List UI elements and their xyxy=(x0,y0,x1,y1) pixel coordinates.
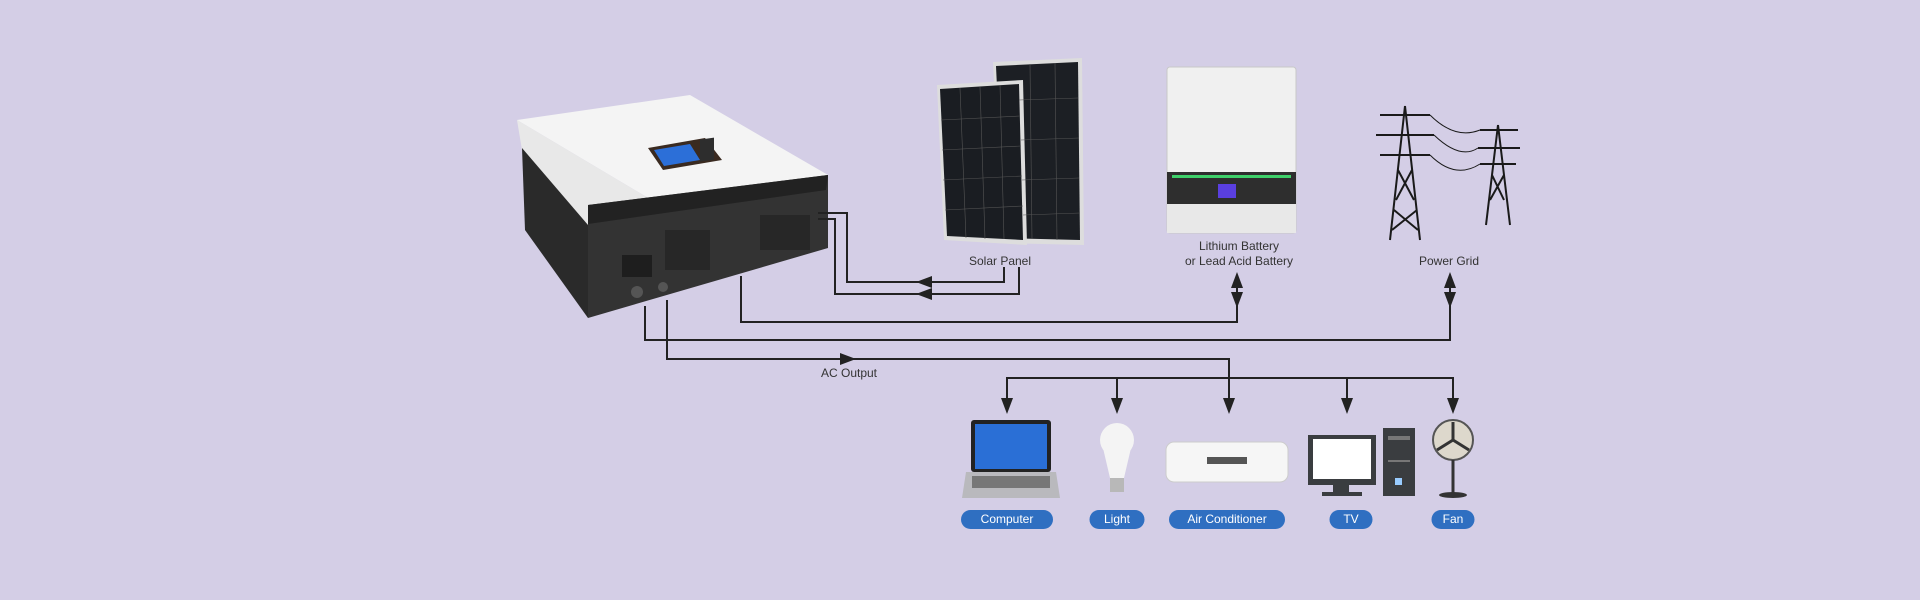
solar-line-1 xyxy=(818,212,1005,283)
appliance-label-air-conditioner: Air Conditioner xyxy=(1169,510,1285,529)
battery-label-line2: or Lead Acid Battery xyxy=(1184,254,1294,268)
power-grid-towers-image xyxy=(1376,105,1520,241)
ac-output-label: AC Output xyxy=(820,366,878,380)
solar-panel-label: Solar Panel xyxy=(968,254,1032,268)
load-branch-line xyxy=(1006,377,1454,404)
light-bulb-icon xyxy=(1100,423,1134,492)
fan-icon xyxy=(1432,419,1474,498)
laptop-icon xyxy=(962,420,1060,498)
battery-image xyxy=(1166,66,1297,234)
grid-line xyxy=(644,282,1451,341)
power-grid-label: Power Grid xyxy=(1418,254,1480,268)
ac-output-line xyxy=(666,300,1230,404)
appliance-label-fan: Fan xyxy=(1431,510,1475,529)
solar-panel-image xyxy=(937,58,1084,245)
appliance-label-tv: TV xyxy=(1329,510,1373,529)
appliance-label-light: Light xyxy=(1089,510,1145,529)
battery-label-line1: Lithium Battery xyxy=(1198,239,1280,253)
solar-line-2 xyxy=(818,218,1020,295)
hybrid-inverter xyxy=(517,95,828,318)
appliance-label-computer: Computer xyxy=(961,510,1053,529)
tv-desktop-icon xyxy=(1308,428,1415,496)
air-conditioner-icon xyxy=(1165,441,1289,483)
inverter-display xyxy=(648,137,722,170)
connection-lines xyxy=(644,212,1459,414)
